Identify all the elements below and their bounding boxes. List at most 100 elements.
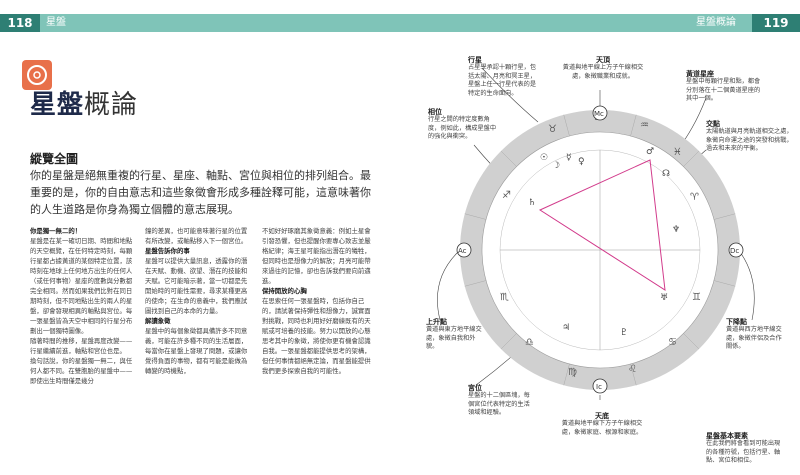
sign-divider	[683, 333, 700, 350]
col2-para-1: 鐘的差異，也可能意味著行星的位置有所改變，或軸點移入下一個宮位。	[145, 227, 248, 245]
glyph-sign-11: ♐	[502, 190, 511, 201]
label-asc-title: 上升點	[426, 318, 447, 326]
page-title: 星盤概論	[30, 84, 138, 121]
planet-mars: ♂	[646, 147, 654, 157]
body-column-2: 鐘的差異，也可能意味著行星的位置有所改變，或軸點移入下一個宮位。 星盤告訴你的事…	[145, 226, 249, 376]
col1-para-3: 換句話說，你的星盤獨一無二，與任何人都不同。在雙胞胎的星盤中——即使出生時間僅是…	[30, 357, 133, 385]
title-bold: 星盤	[30, 90, 85, 120]
mc-marker	[592, 105, 608, 121]
label-planets: 行星 占星學承認十顆行星，包括太陽、月亮和冥王星，星盤上任一行星代表的是特定的生…	[468, 56, 538, 98]
planet-node: ☊	[662, 169, 670, 179]
planet-venus: ♀	[578, 157, 585, 167]
sign-divider	[713, 213, 736, 220]
label-zodiac-text: 星盤中每顆行星和點，都會分別落在十二個黃道星座的其中一個。	[686, 78, 761, 103]
label-mc-title: 天頂	[596, 56, 610, 64]
sign-divider	[683, 150, 700, 167]
label-nodes-title: 交點	[706, 120, 720, 128]
label-houses-title: 宮位	[468, 384, 482, 392]
col3-heading: 保持開放的心胸	[262, 287, 307, 295]
sign-divider	[713, 280, 736, 287]
right-page-number: 119	[752, 14, 800, 32]
sign-dividers	[464, 114, 736, 386]
glyph-sign-2: ♒	[640, 120, 649, 131]
col1-para-2: 隨著時間的推移，星盤再度改變——行星繼續前進，軸點和宮位也是。	[30, 337, 133, 355]
planet-neptune: ♆	[672, 225, 680, 235]
house-cusps	[500, 150, 700, 350]
sign-divider	[500, 150, 517, 167]
label-ic-text: 黃道與地平線下方子午線相交處，象徵家庭、根源和家庭。	[561, 420, 643, 436]
sign-divider	[630, 363, 637, 386]
label-houses: 宮位 星盤的十二個區塊，每個宮位代表特定的生活領域和經驗。	[468, 384, 532, 418]
sign-divider	[464, 213, 487, 220]
glyph-sign-10: ♏	[500, 292, 509, 303]
overview-subhead: 縱覽全圖	[30, 152, 79, 166]
label-aspects-text: 行星之間的特定度數角度，例如此，構成星盤中的強化與衝突。	[428, 116, 497, 141]
glyph-sign-7: ♌	[628, 364, 637, 375]
col2-para-3: 星盤中的每個象徵都具備許多不同意義，可能在許多種不同的生活層面，每當你在星盤上發…	[145, 327, 248, 375]
col2-heading-1: 星盤告訴你的事	[145, 247, 190, 255]
left-running-head: 星盤	[46, 17, 66, 28]
planet-saturn: ♄	[528, 198, 536, 208]
label-asc-text: 黃道與東方地平線交處，象徵自我和外貌。	[426, 326, 482, 351]
col2-heading-2: 解讀象徵	[145, 317, 171, 325]
planet-mercury: ☿	[566, 153, 572, 163]
title-thin: 概論	[84, 90, 139, 120]
overview-lead: 你的星盤是絕無重複的行星、星座、軸點、宮位與相位的排列組合。最重要的是，你的自由…	[30, 169, 371, 216]
label-aspects: 相位 行星之間的特定度數角度，例如此，構成星盤中的強化與衝突。	[428, 108, 500, 142]
planet-sun: ☉	[540, 153, 548, 163]
chart-icon-badge	[22, 60, 52, 90]
col1-para-1: 星盤是在某一確切日期、時間和地點的天空概覽，在任何特定時刻，每顆行星都占據黃道的…	[30, 237, 133, 335]
label-asc: 上升點 黃道與東方地平線交處，象徵自我和外貌。	[426, 318, 486, 352]
label-ic-title: 天底	[595, 412, 609, 420]
aspect-line	[539, 209, 666, 291]
label-dsc-text: 黃道與西方地平線交處，象徵伴侶及合作關係。	[726, 326, 782, 351]
label-mc-text: 黃道與地平線上方子午線相交處，象徵職業和成就。	[562, 64, 644, 80]
planet-pluto: ♇	[620, 328, 628, 338]
label-dsc: 下降點 黃道與西方地平線交處，象徵伴侶及合作關係。	[726, 318, 786, 352]
pointer-dsc	[739, 251, 755, 321]
sign-divider	[464, 280, 487, 287]
body-column-3: 不如好好琢磨其象徵意義：例如土星會引發恐懼，但也提醒你要專心致志並嚴格紀律；海王…	[262, 226, 374, 376]
glyph-sign-12: ♉	[548, 124, 557, 135]
label-nodes: 交點 太陽軌道與月亮軌道相交之處，象徵向命運之途的突發和挑戰，過去和未來的平衡。	[706, 120, 796, 154]
right-running-head: 星盤概論	[696, 17, 736, 28]
dsc-label: Dc	[730, 247, 739, 255]
label-mc: 天頂 黃道與地平線上方子午線相交處，象徵職業和成就。	[558, 56, 648, 81]
sign-divider	[563, 363, 570, 386]
label-aspects-title: 相位	[428, 108, 442, 116]
mc-label: Mc	[594, 110, 604, 118]
wheel-icon	[27, 65, 47, 85]
sign-divider	[630, 114, 637, 137]
label-planets-text: 占星學承認十顆行星，包括太陽、月亮和冥王星，星盤上任一行星代表的是特定的生命面向…	[468, 64, 537, 97]
glyph-sign-5: ♊	[692, 292, 701, 303]
dsc-marker	[728, 242, 744, 258]
pointer-planets	[481, 67, 539, 123]
label-basics-title: 星盤基本要素	[706, 432, 748, 440]
label-ic: 天底 黃道與地平線下方子午線相交處，象徵家庭、根源和家庭。	[556, 412, 648, 437]
planet-uranus: ♅	[660, 293, 668, 303]
label-houses-text: 星盤的十二個區塊，每個宮位代表特定的生活領域和經驗。	[468, 392, 530, 417]
asc-marker	[456, 242, 472, 258]
label-basics-text: 在此我們將會看到可能出現的各種符號，包括行星、軸點、宮位和相位。	[706, 440, 781, 465]
ic-marker	[592, 378, 608, 394]
col3-para-2: 在思索任何一張星盤時，包括你自己的，請試著保持彈性和想像力，誠實面對挑戰，同時也…	[262, 297, 371, 375]
asc-label: Ac	[458, 247, 467, 255]
body-column-1: 你是獨一無二的！ 星盤是在某一確切日期、時間和地點的天空概覽，在任何特定時刻，每…	[30, 226, 134, 386]
glyph-sign-4: ♈	[690, 192, 699, 203]
sign-divider	[563, 114, 570, 137]
label-zodiac-title: 黃道星座	[686, 70, 714, 78]
right-header-bar	[400, 14, 800, 32]
glyph-sign-3: ♓	[673, 147, 682, 158]
planet-moon: ☽	[552, 161, 560, 171]
glyph-sign-8: ♍	[568, 367, 577, 378]
label-dsc-title: 下降點	[726, 318, 747, 326]
col2-para-2: 星盤可以提供大量訊息，透露你的潛在天賦、動機、欲望、潛在的技能和天賦。它可能暗示…	[145, 257, 248, 315]
label-planets-title: 行星	[468, 56, 482, 64]
planet-jupiter: ♃	[562, 323, 570, 333]
col3-para-1: 不如好好琢磨其象徵意義：例如土星會引發恐懼，但也提醒你要專心致志並嚴格紀律；海王…	[262, 227, 371, 285]
pointer-asc	[437, 251, 459, 321]
glyph-sign-9: ♎	[525, 337, 534, 348]
left-header-bar	[0, 14, 400, 32]
sign-divider	[500, 333, 517, 350]
col1-heading: 你是獨一無二的！	[30, 227, 82, 235]
